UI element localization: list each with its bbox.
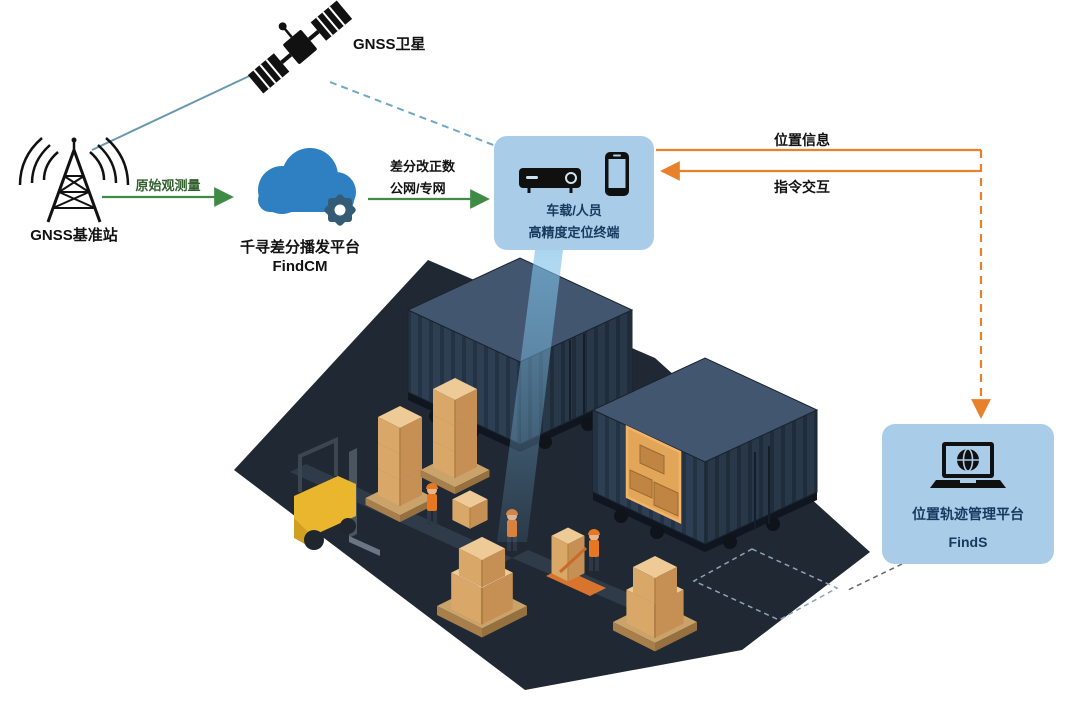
- cloud-gear-icon: [258, 148, 356, 226]
- container-2: [591, 357, 819, 552]
- receiver-icon: [519, 168, 581, 193]
- cloud-to-terminal-label-1: 差分改正数: [390, 159, 456, 174]
- warehouse-illustration: [234, 257, 870, 690]
- pallet-jack: [546, 526, 606, 596]
- management-platform-subtitle: FindS: [948, 534, 988, 550]
- cloud-to-terminal-label-2: 公网/专网: [390, 181, 446, 196]
- smartphone-icon: [605, 152, 629, 196]
- satellite-label: GNSS卫星: [353, 36, 426, 53]
- base-station-label: GNSS基准站: [30, 227, 118, 244]
- command-label: 指令交互: [774, 179, 830, 195]
- forklift: [294, 436, 380, 556]
- satellite-icon: [247, 0, 353, 94]
- management-platform-panel: 位置轨迹管理平台 FindS: [882, 424, 1054, 564]
- management-platform-title: 位置轨迹管理平台: [912, 506, 1024, 522]
- terminal-label-line1: 车载/人员: [546, 203, 602, 218]
- cloud-platform-title: 千寻差分播发平台: [239, 239, 360, 256]
- link-satellite-to-terminal: [329, 81, 497, 147]
- gear-icon: [324, 194, 356, 226]
- station-to-cloud-label: 原始观测量: [135, 178, 201, 193]
- terminal-label-line2: 高精度定位终端: [528, 225, 620, 240]
- laptop-globe-icon: [930, 442, 1006, 488]
- position-info-label: 位置信息: [774, 132, 830, 148]
- cloud-platform-subtitle: FindCM: [272, 258, 328, 275]
- terminal-panel: 车载/人员 高精度定位终端: [494, 136, 654, 250]
